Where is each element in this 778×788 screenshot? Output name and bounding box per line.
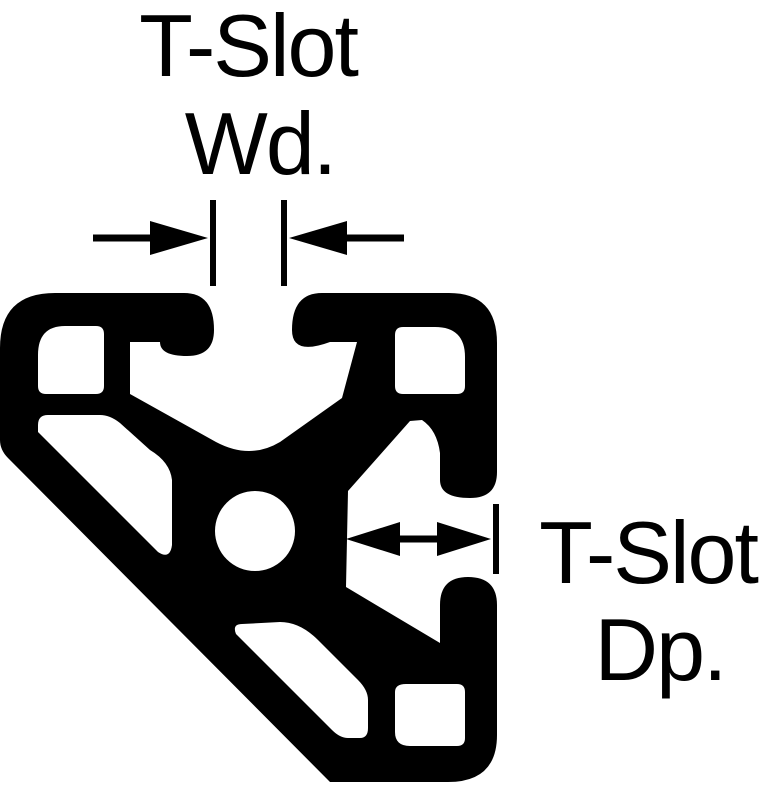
- slot-width-label-line2: Wd.: [185, 94, 335, 193]
- slot-depth-label-line2: Dp.: [595, 600, 726, 699]
- slot-width-arrow-left: [93, 221, 208, 255]
- aluminum-extrusion-profile: [0, 293, 497, 782]
- slot-width-label-line1: T-Slot: [139, 0, 358, 95]
- slot-depth-double-arrow: [346, 522, 491, 556]
- slot-width-arrow-right: [289, 221, 404, 255]
- slot-depth-label-line1: T-Slot: [539, 503, 758, 602]
